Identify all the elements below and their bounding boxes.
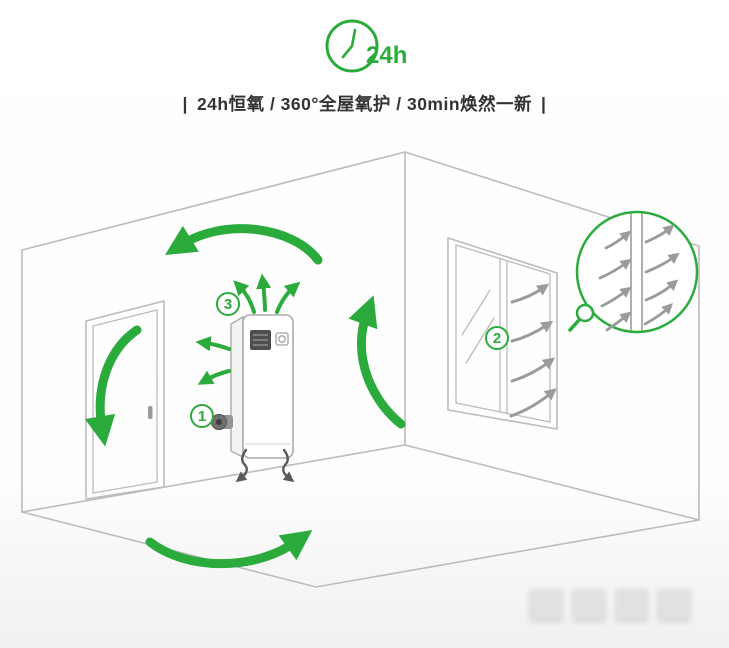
side-arrow-lower xyxy=(197,369,231,385)
purifier-intake-opening xyxy=(216,419,222,425)
zoom-out-arrow-2 xyxy=(644,252,680,274)
zoom-airflow-in xyxy=(598,230,632,332)
window-air-arrow-4 xyxy=(509,388,557,418)
room-wall-bottom-edges xyxy=(21,444,700,521)
window-air-arrow-3 xyxy=(510,357,556,383)
zoom-detail xyxy=(568,210,699,334)
air-arrow-left-wall xyxy=(84,325,142,447)
zoom-in-arrow-1 xyxy=(604,230,632,250)
zoom-in-arrow-2 xyxy=(598,258,632,280)
tagline-bar-right: | xyxy=(541,94,547,114)
window-air-arrow-2 xyxy=(510,320,554,343)
clock-hour-hand xyxy=(341,44,354,59)
purifier-front-face xyxy=(242,314,294,459)
zoom-circle xyxy=(575,210,699,334)
outflow-arrow-left xyxy=(233,280,256,314)
step-1-circle xyxy=(190,404,214,428)
room-wireframe xyxy=(21,151,700,588)
air-arrow-floor xyxy=(145,529,313,569)
magnifier-icon xyxy=(575,303,595,323)
intake-swirl-right xyxy=(282,448,295,483)
side-arrow-upper xyxy=(195,336,231,352)
window xyxy=(447,237,558,430)
purifier-top-outflow xyxy=(233,273,301,314)
air-purifier-unit xyxy=(210,314,294,459)
window-outer-frame xyxy=(447,237,558,430)
window-inner-frame xyxy=(455,244,551,423)
watermark-glyph xyxy=(613,588,650,624)
watermark xyxy=(528,588,692,624)
zoom-out-arrow-3 xyxy=(644,279,679,302)
magnifier-handle xyxy=(568,318,581,332)
tagline-text: 24h恒氧 / 360°全屋氧护 / 30min焕然一新 xyxy=(196,94,533,114)
zoom-airflow-out xyxy=(643,224,680,326)
clock-ring xyxy=(325,19,379,73)
watermark-glyph xyxy=(570,588,607,624)
step-2-number: 2 xyxy=(493,330,501,347)
zoom-out-arrow-4 xyxy=(643,303,673,326)
step-3-circle xyxy=(216,292,240,316)
step-2-circle xyxy=(485,326,509,350)
air-arrow-right-wall xyxy=(348,295,406,429)
purifier-side-face xyxy=(230,315,244,459)
step-1-number: 1 xyxy=(198,408,206,425)
watermark-glyph xyxy=(656,588,692,624)
clock-24h-icon: 24h xyxy=(325,19,407,73)
step-marker-3: 3 xyxy=(216,292,240,316)
purifier-side-outflow xyxy=(195,336,231,385)
zoom-in-arrow-3 xyxy=(600,286,632,308)
purifier-indicator-ring xyxy=(278,335,286,343)
circulation-arrows xyxy=(84,224,406,569)
zoom-out-arrow-1 xyxy=(644,224,675,244)
window-glass-shine-2 xyxy=(465,317,495,364)
window-air-arrow-1 xyxy=(510,283,550,304)
window-airflow-arrows xyxy=(509,283,557,418)
window-glass-shine-1 xyxy=(461,289,491,336)
outflow-arrow-center xyxy=(256,273,272,312)
clock-label: 24h xyxy=(366,42,407,69)
step-marker-2: 2 xyxy=(485,326,509,350)
room-floor-front-edges xyxy=(21,511,700,588)
step-marker-1: 1 xyxy=(190,404,214,428)
intake-swirl-left xyxy=(235,448,248,483)
purifier-indicator-button xyxy=(275,332,289,346)
tagline-bar-left: | xyxy=(182,94,188,114)
tagline: | 24h恒氧 / 360°全屋氧护 / 30min焕然一新 | xyxy=(0,91,729,116)
zoom-in-arrow-4 xyxy=(605,311,632,332)
clock-minute-hand xyxy=(350,28,357,48)
air-arrow-ceiling xyxy=(164,224,323,265)
watermark-glyph xyxy=(528,588,564,624)
purifier-bottom-intake-swirls xyxy=(235,448,295,483)
step-3-number: 3 xyxy=(224,296,232,313)
door-handle xyxy=(148,406,153,419)
purifier-grille-slats xyxy=(253,334,268,346)
outflow-arrow-right xyxy=(275,281,301,314)
